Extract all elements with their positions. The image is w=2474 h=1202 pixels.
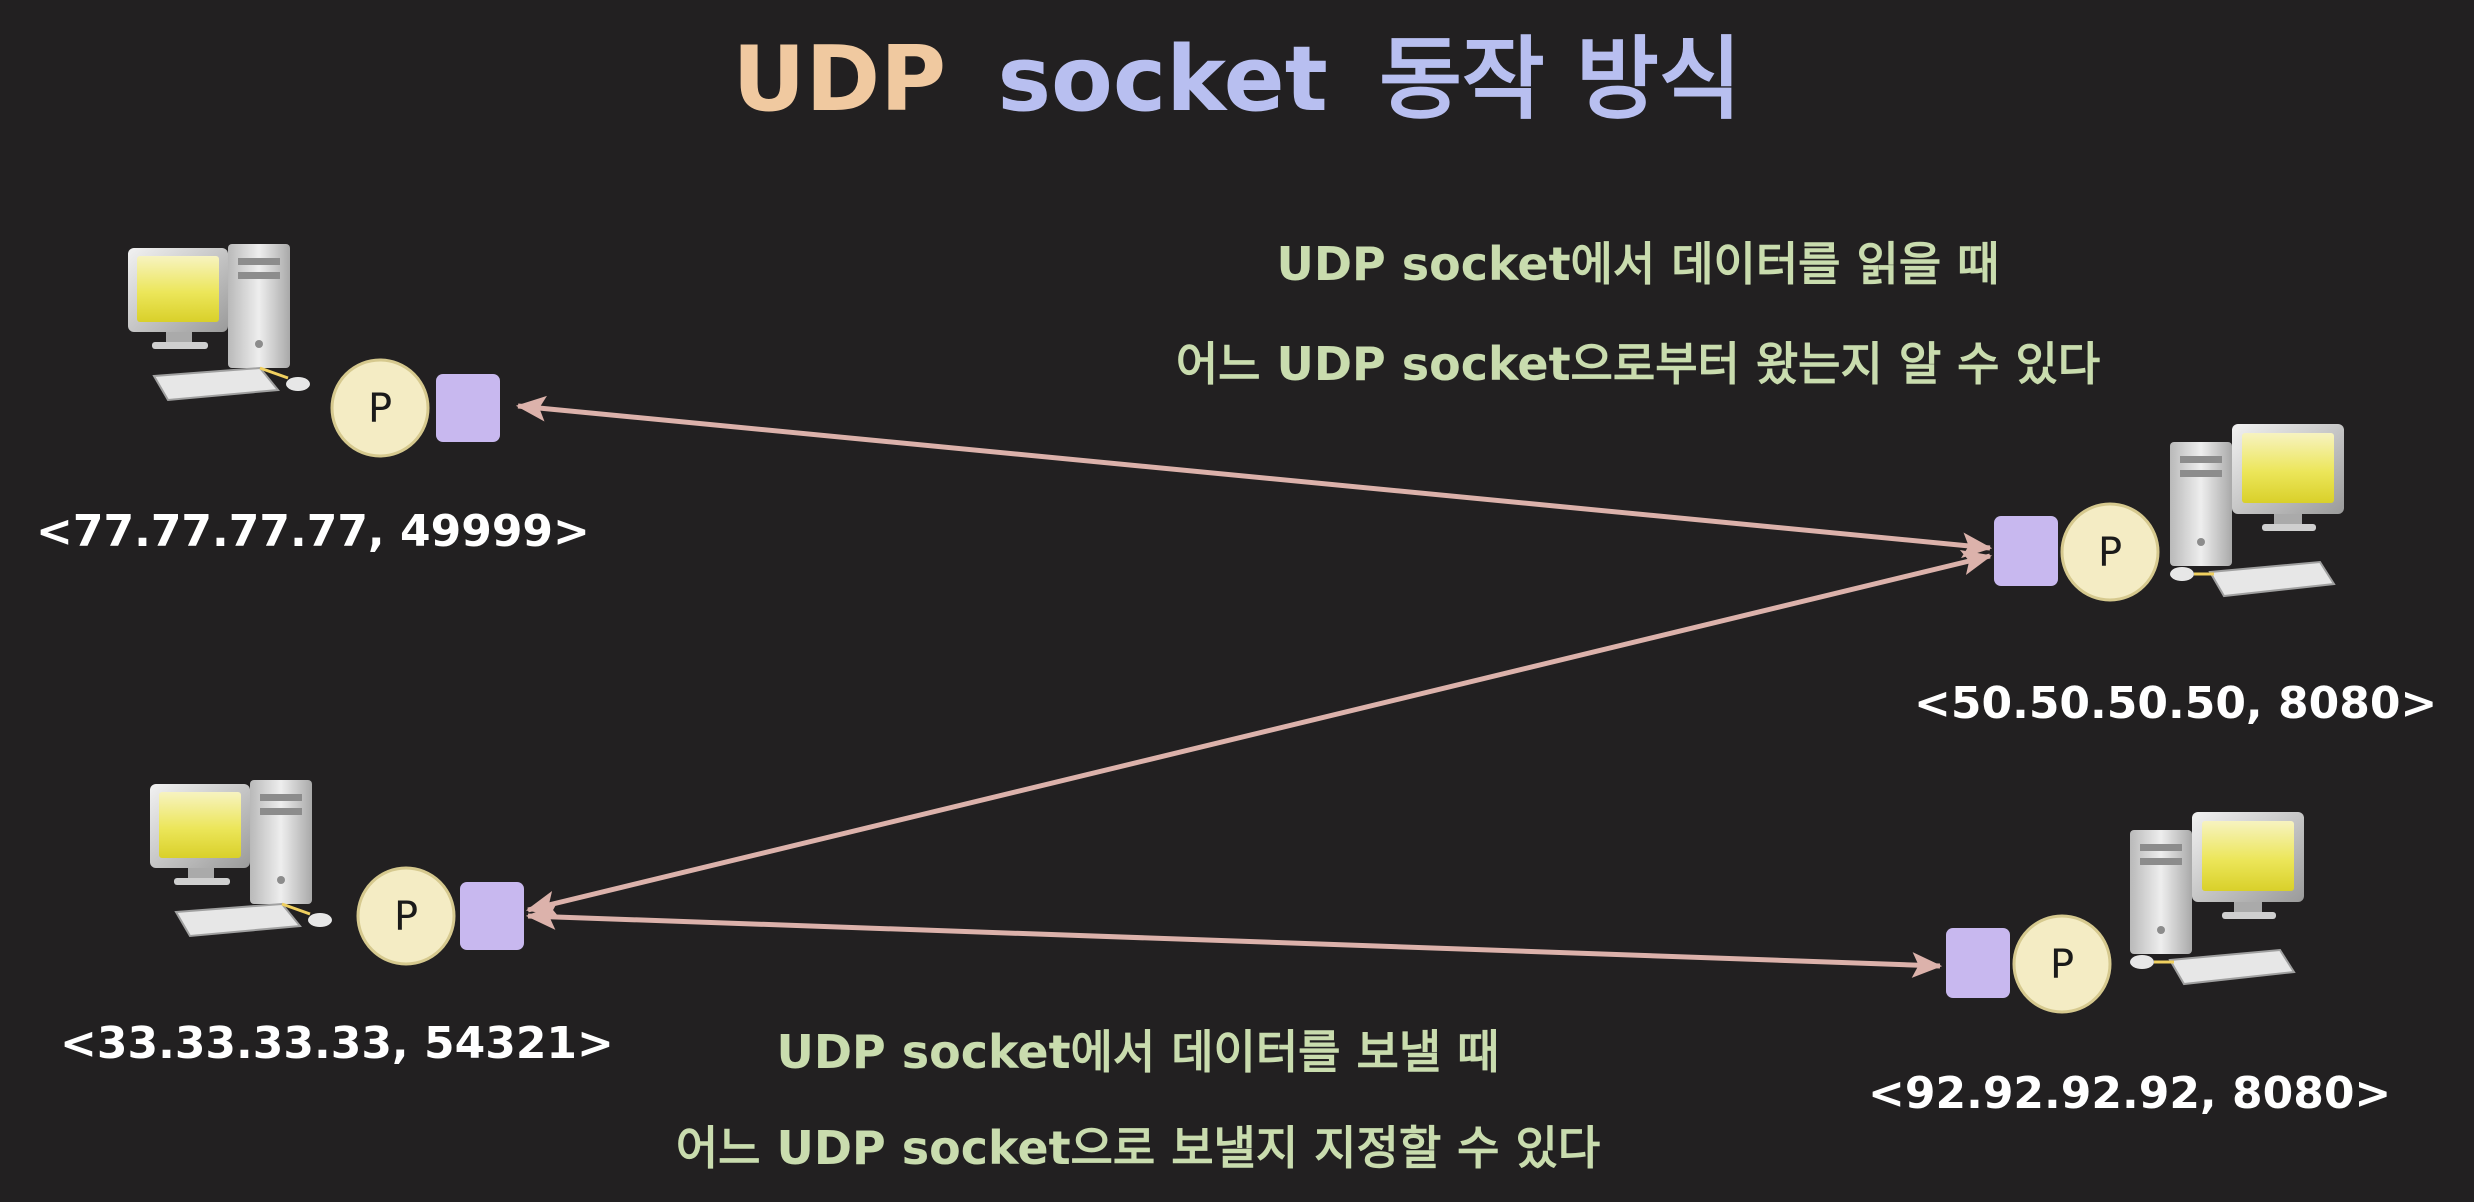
process-circle-icon: [330, 358, 430, 458]
note-read-line2: 어느 UDP socket으로부터 왔는지 알 수 있다: [1176, 337, 2100, 391]
socket-square-icon: [1994, 516, 2058, 586]
process-label: P: [2050, 942, 2074, 988]
address-label: <50.50.50.50, 8080>: [1914, 678, 2437, 729]
arrow-top-left-to-server: [515, 395, 1993, 559]
process-label: P: [2098, 530, 2122, 576]
computer-icon: [126, 242, 312, 402]
process-label: P: [394, 894, 418, 940]
process-label: P: [368, 386, 392, 432]
socket-square-icon: [436, 374, 500, 442]
socket-square-icon: [460, 882, 524, 950]
address-label: <33.33.33.33, 54321>: [60, 1018, 614, 1069]
title-korean: 동작 방식: [1379, 27, 1742, 132]
note-send-line1: UDP socket에서 데이터를 보낼 때: [777, 1025, 1500, 1079]
arrow-bottom-left-to-server: [525, 550, 1993, 916]
arrow-bottom-left-to-bottom-right: [525, 904, 1943, 978]
title-udp: UDP: [732, 27, 946, 132]
note-send-line2: 어느 UDP socket으로 보낼지 지정할 수 있다: [676, 1121, 1600, 1175]
title-socket: socket: [997, 27, 1327, 132]
process-circle-icon: [2012, 914, 2112, 1014]
host-bottom-left: P <33.33.33.33, 54321>: [60, 778, 614, 1069]
computer-icon: [2168, 422, 2346, 598]
process-circle-icon: [2060, 502, 2160, 602]
note-read-line1: UDP socket에서 데이터를 읽을 때: [1277, 237, 2000, 291]
host-bottom-right: P <92.92.92.92, 8080>: [1868, 810, 2391, 1119]
address-label: <92.92.92.92, 8080>: [1868, 1068, 2391, 1119]
process-circle-icon: [356, 866, 456, 966]
host-top-left: P <77.77.77.77, 49999>: [36, 242, 590, 557]
host-right-server: P <50.50.50.50, 8080>: [1914, 422, 2437, 729]
computer-icon: [2128, 810, 2306, 986]
slide-title: UDP socket 동작 방식: [732, 27, 1741, 132]
address-label: <77.77.77.77, 49999>: [36, 506, 590, 557]
socket-square-icon: [1946, 928, 2010, 998]
computer-icon: [148, 778, 334, 938]
